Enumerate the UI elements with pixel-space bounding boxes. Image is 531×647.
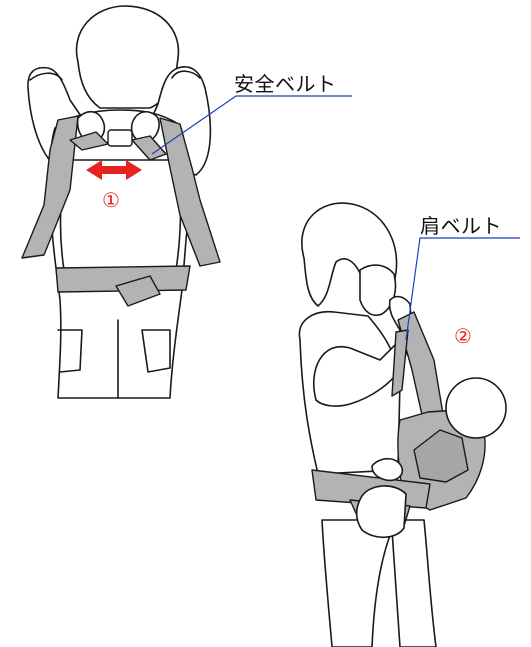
carrier-panel — [413, 429, 469, 483]
figure-side-view — [298, 202, 437, 647]
legs-side — [321, 519, 437, 647]
baby-arm — [371, 457, 404, 482]
back-straps — [21, 115, 221, 307]
hip-belt-strap-end — [115, 275, 161, 307]
figure-back-view — [27, 5, 212, 399]
left-shoulder-strap — [21, 115, 79, 259]
adjust-arrow — [86, 160, 142, 180]
raised-arm — [312, 295, 413, 407]
step-1-marker: ① — [102, 188, 120, 212]
leader-lines — [151, 95, 520, 341]
baby-head — [445, 377, 507, 439]
safety-belt-buckle — [107, 129, 133, 147]
shoulder-belt-label: 肩ベルト — [420, 214, 502, 238]
baby-leg — [355, 485, 407, 539]
hip-belt-back — [55, 265, 191, 293]
right-hand — [130, 111, 160, 143]
baby-silhouette-back — [59, 159, 182, 271]
safety-belt-leader — [151, 95, 352, 155]
shoulder-belt-leader — [405, 237, 520, 341]
safety-belt-label: 安全ベルト — [234, 72, 337, 96]
step-2-marker: ② — [454, 324, 472, 348]
baby-side — [355, 377, 507, 539]
side-carrier — [311, 311, 486, 527]
right-shoulder-strap — [159, 117, 221, 267]
head-back — [75, 5, 180, 109]
